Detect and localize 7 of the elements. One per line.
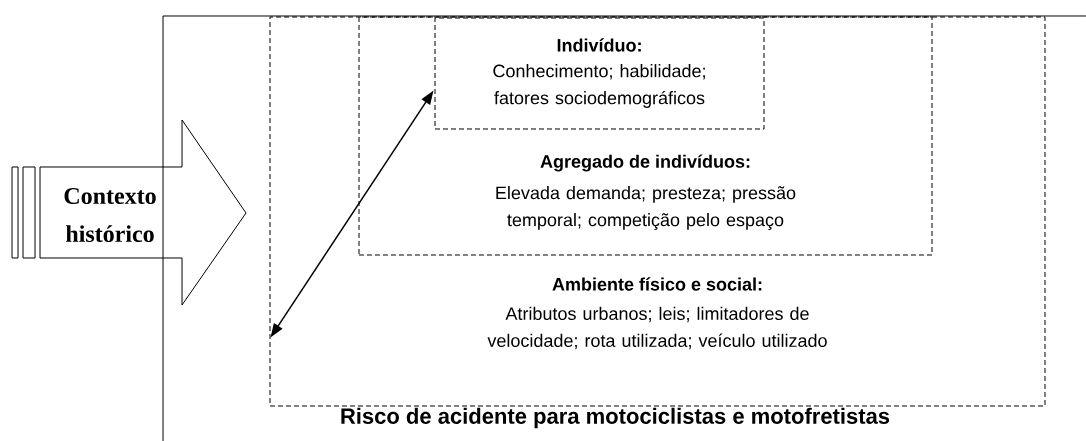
body-text: Atributos urbanos; leis; limitadores de velocidade; rota utilizada; veículo utilizado xyxy=(487,306,827,350)
body-text: Elevada demanda; presteza; pressão temporal; competição pelo espaço xyxy=(496,186,796,230)
heading-text: Agregado de indivíduos: xyxy=(540,154,750,172)
body-text: Conhecimento; habilidade; fatores sociodemográficos xyxy=(493,64,705,108)
caption-text: Risco de acidente para motociclistas e motofretistas xyxy=(341,407,890,429)
heading-text: Indivíduo: xyxy=(557,38,641,52)
heading-text: Ambiente físico e social: xyxy=(552,277,762,291)
